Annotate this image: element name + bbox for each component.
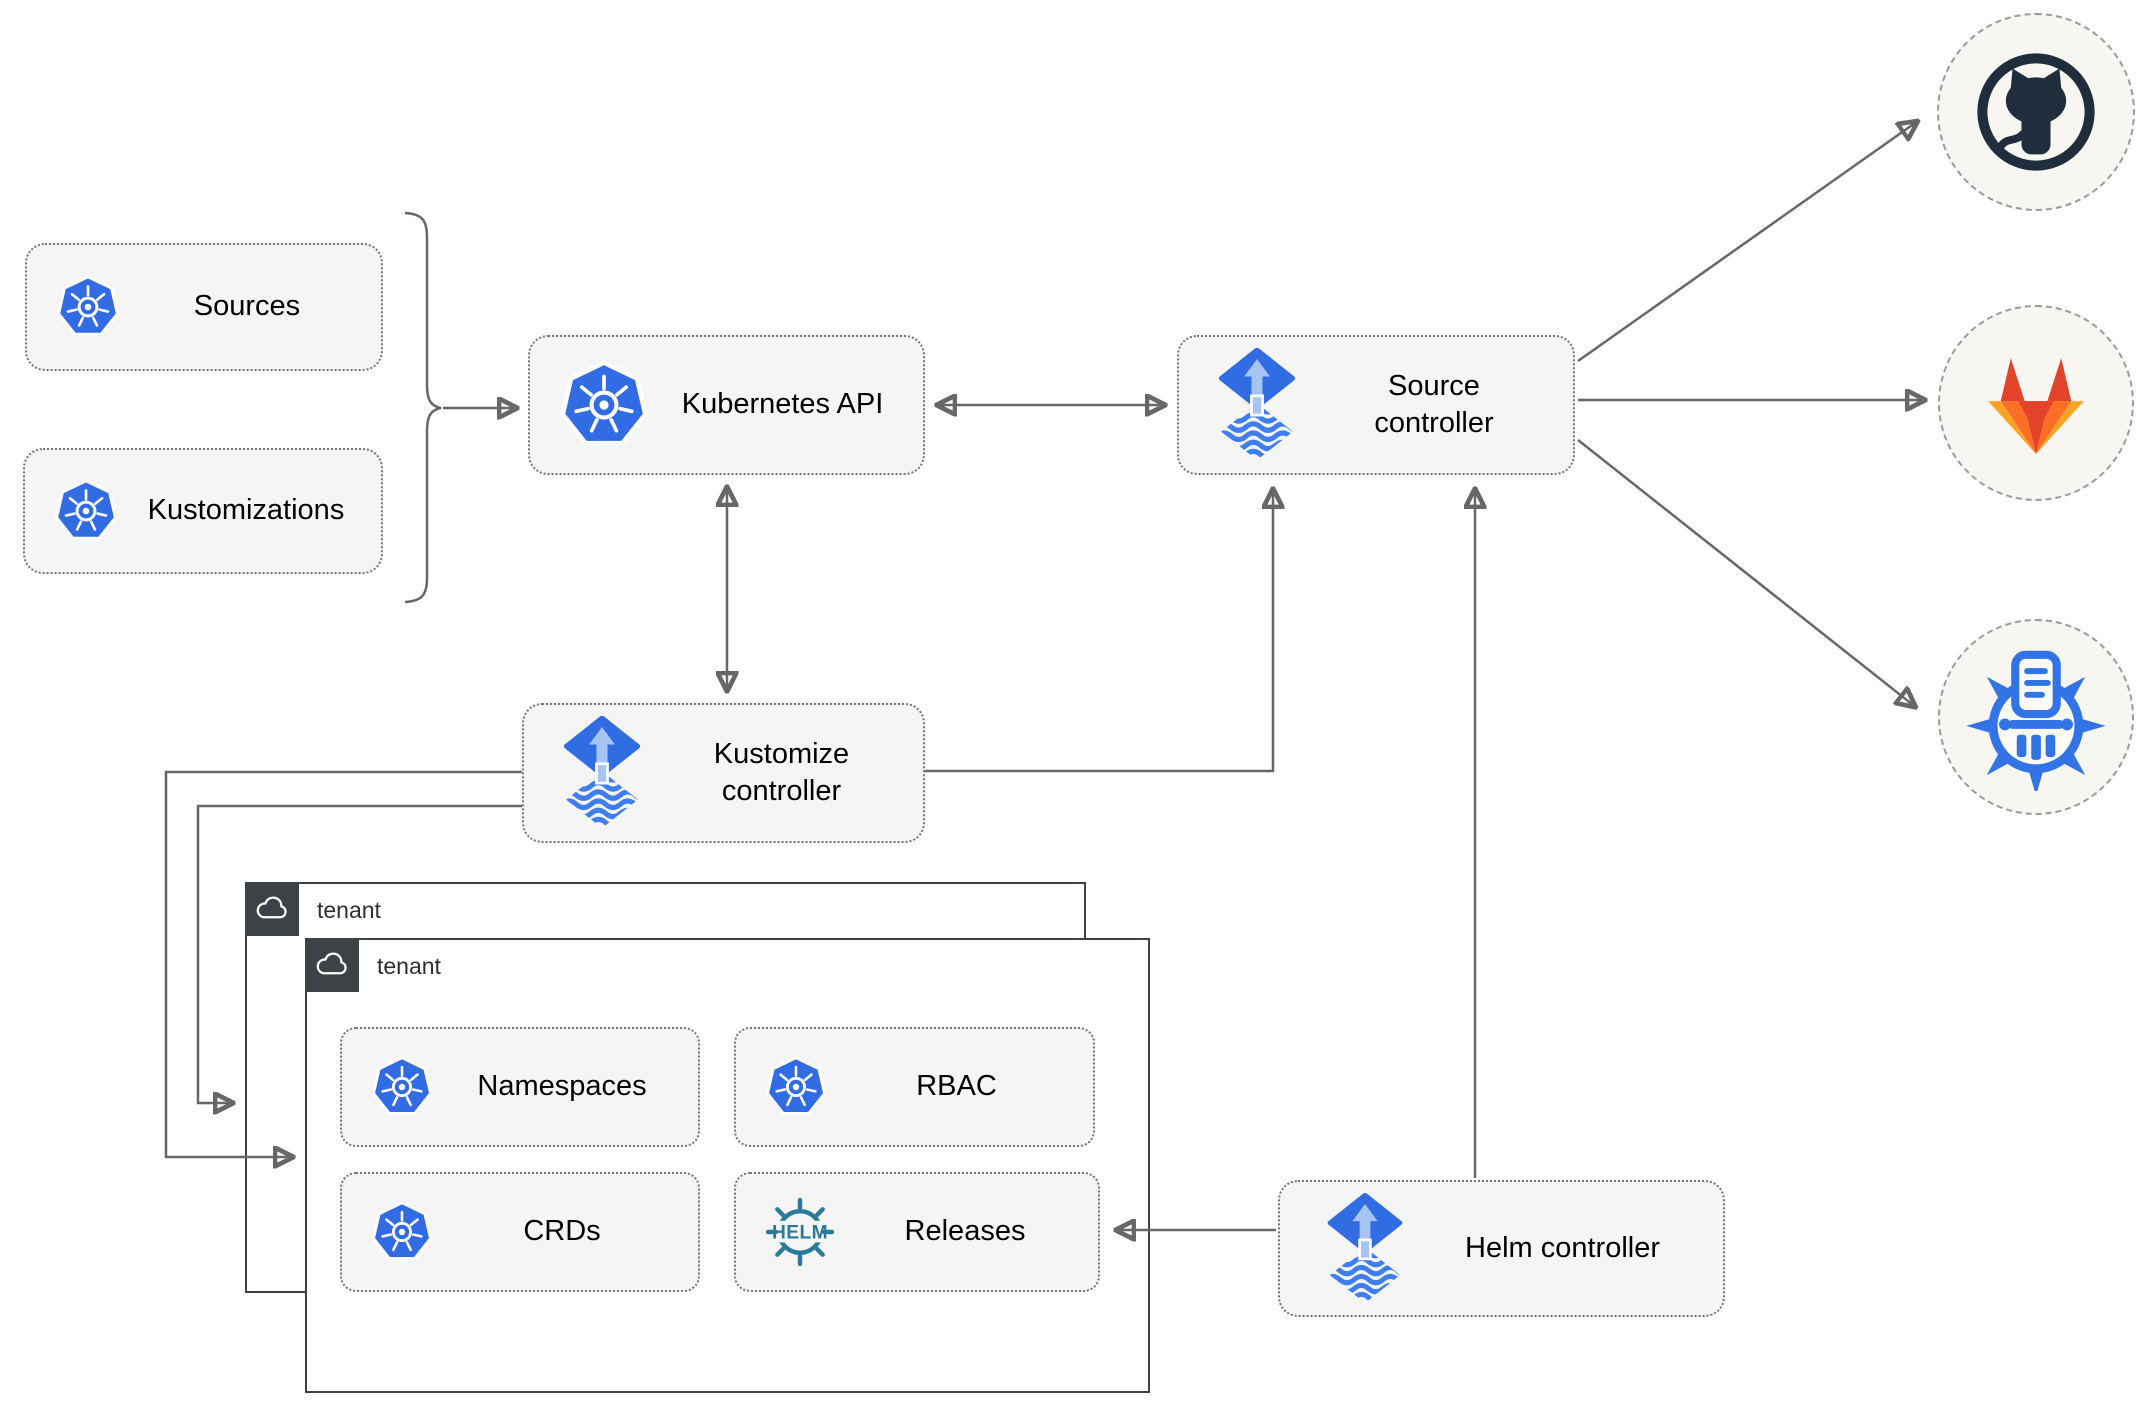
gitlab-icon xyxy=(1973,343,2099,463)
flux-icon xyxy=(1211,348,1303,462)
flux-icon xyxy=(556,716,648,830)
node-label: Kustomize controller xyxy=(713,737,850,807)
arrow-source-controller-to-github xyxy=(1577,123,1915,363)
flux-icon xyxy=(1320,1192,1410,1305)
node-label: Releases xyxy=(904,1215,1026,1248)
brace-sources-group xyxy=(404,211,442,604)
tenant-group-front: tenant xyxy=(305,938,1150,1393)
node-label: Sources xyxy=(193,290,301,323)
helm-logo-text: HELM xyxy=(772,1222,828,1243)
tenant-label: tenant xyxy=(377,953,441,979)
kubernetes-icon xyxy=(558,359,650,451)
node-sources: Sources xyxy=(25,243,383,371)
tenant-label: tenant xyxy=(317,897,381,923)
kubernetes-icon xyxy=(370,1200,434,1264)
endpoint-github xyxy=(1937,13,2135,211)
node-label: CRDs xyxy=(523,1215,601,1248)
node-kustomize-controller: Kustomize controller xyxy=(522,703,925,843)
node-crds: CRDs xyxy=(340,1172,700,1292)
node-source-controller: Source controller xyxy=(1177,335,1575,475)
node-releases: HELM Releases xyxy=(734,1172,1100,1292)
node-helm-controller: Helm controller xyxy=(1278,1180,1725,1317)
node-kustomizations: Kustomizations xyxy=(23,448,383,574)
kubernetes-icon xyxy=(53,478,119,544)
endpoint-chartmuseum xyxy=(1938,619,2134,815)
kubernetes-icon xyxy=(370,1055,434,1119)
node-label: RBAC xyxy=(916,1070,997,1103)
node-label: Helm controller xyxy=(1465,1231,1660,1264)
node-rbac: RBAC xyxy=(734,1027,1095,1147)
cloud-icon xyxy=(314,947,350,983)
node-label: Source controller xyxy=(1374,369,1494,439)
cloud-icon xyxy=(254,891,290,927)
node-namespaces: Namespaces xyxy=(340,1027,700,1147)
node-label: Kubernetes API xyxy=(681,388,884,421)
endpoint-gitlab xyxy=(1938,305,2134,501)
node-label: Kustomizations xyxy=(147,494,345,527)
helm-icon: HELM xyxy=(760,1192,840,1272)
chartmuseum-icon xyxy=(1962,643,2110,791)
node-label: Namespaces xyxy=(477,1070,647,1103)
kubernetes-icon xyxy=(55,274,121,340)
tenant-badge xyxy=(245,882,299,936)
tenant-badge xyxy=(305,938,359,992)
node-kubernetes-api: Kubernetes API xyxy=(528,335,925,475)
arrow-source-controller-to-chartmuseum xyxy=(1577,439,1913,705)
kubernetes-icon xyxy=(764,1055,828,1119)
github-icon xyxy=(1969,45,2103,179)
arrow-kustomize-to-source-controller xyxy=(925,492,1273,773)
